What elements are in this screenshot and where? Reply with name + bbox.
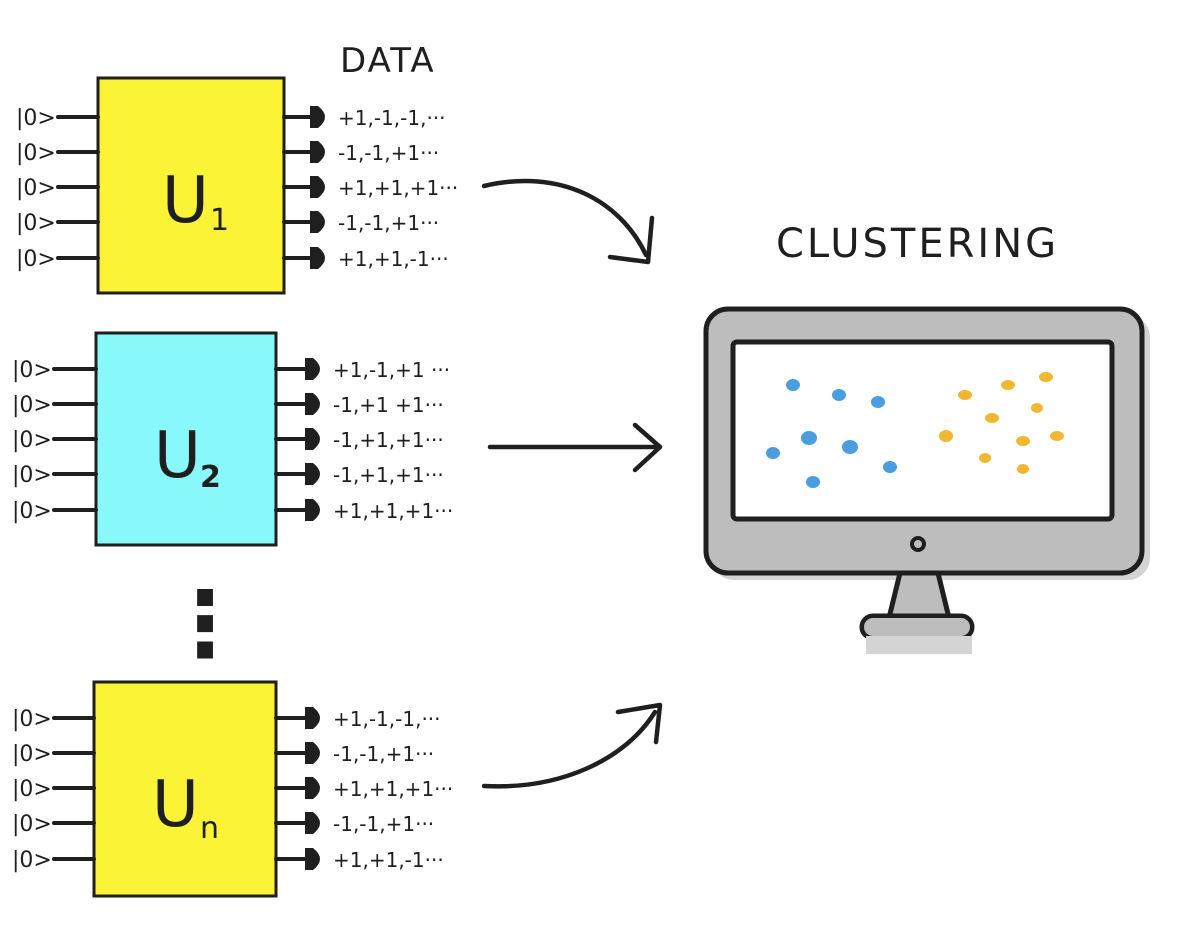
flow-arrow-1 (481, 178, 655, 265)
cluster-point (766, 447, 780, 459)
measurement-arrowhead (305, 463, 320, 485)
cluster-point (1001, 380, 1015, 390)
measurement-arrowhead (305, 499, 320, 521)
cluster-orange (939, 372, 1064, 474)
cluster-point (1039, 372, 1053, 382)
monitor-base-fill (864, 618, 970, 636)
device-n-box (92, 680, 278, 898)
device-2-input-5: |0> (12, 499, 52, 524)
measurement-arrowhead (310, 176, 325, 198)
device-1-input-4: |0> (16, 211, 56, 236)
device-2-input-2: |0> (12, 393, 52, 418)
monitor-power-button (910, 536, 926, 552)
device-2-input-3: |0> (12, 428, 52, 453)
device-n-subscript: n (200, 811, 219, 846)
cluster-point (985, 413, 999, 423)
device-1-box (96, 76, 286, 295)
device-2-input-1: |0> (12, 358, 52, 383)
device-1-subscript: 1 (210, 203, 229, 238)
ellipsis: ⋮ (160, 572, 250, 677)
measurement-arrowhead (305, 393, 320, 415)
measurement-arrowhead (305, 358, 320, 380)
cluster-point (883, 461, 897, 473)
device-2-wires (52, 358, 320, 521)
device-1-input-5: |0> (16, 247, 56, 272)
device-n-output-4: -1,-1,+1··· (333, 812, 434, 836)
measurement-arrowhead (305, 742, 320, 764)
device-2-output-3: -1,+1,+1··· (333, 428, 444, 452)
measurement-arrowhead (305, 848, 320, 870)
measurement-arrowhead (310, 141, 325, 163)
monitor-screen (730, 339, 1115, 522)
measurement-arrowhead (305, 812, 320, 834)
cluster-point (871, 396, 885, 408)
device-2: U 2 |0> |0> |0> |0> |0> +1,-1,+1 ··· -1,… (12, 331, 453, 547)
device-n-wires (52, 707, 320, 870)
device-n-input-3: |0> (12, 777, 52, 802)
monitor (703, 306, 1150, 654)
device-n: U n |0> |0> |0> |0> |0> +1,-1,-1,··· -1,… (12, 680, 453, 898)
device-2-output-4: -1,+1,+1··· (333, 463, 444, 487)
cluster-point (939, 430, 953, 442)
device-1-output-3: +1,+1,+1··· (338, 176, 458, 200)
device-n-input-1: |0> (12, 707, 52, 732)
cluster-point (1050, 431, 1064, 441)
device-2-input-4: |0> (12, 463, 52, 488)
device-n-input-4: |0> (12, 812, 52, 837)
flow-arrow-n (481, 702, 663, 789)
device-2-output-1: +1,-1,+1 ··· (333, 358, 450, 382)
device-2-output-5: +1,+1,+1··· (333, 499, 453, 523)
device-2-box (94, 331, 278, 547)
cluster-point (1016, 436, 1030, 446)
monitor-base-shadow (866, 636, 972, 654)
measurement-arrowhead (305, 777, 320, 799)
device-1: U 1 |0> |0> |0> |0> |0> +1,-1,-1,··· -1,… (16, 76, 458, 295)
clustering-label: CLUSTERING (776, 221, 1059, 267)
device-1-output-1: +1,-1,-1,··· (338, 106, 446, 130)
cluster-point (842, 440, 858, 454)
device-1-input-3: |0> (16, 176, 56, 201)
device-n-input-2: |0> (12, 742, 52, 767)
device-n-input-5: |0> (12, 848, 52, 873)
cluster-blue (766, 379, 897, 488)
device-1-output-5: +1,+1,-1··· (338, 247, 449, 271)
device-1-wires (56, 106, 325, 269)
flow-arrow-2 (487, 422, 663, 473)
device-2-subscript: 2 (200, 460, 221, 495)
cluster-point (1031, 403, 1043, 413)
cluster-point (806, 476, 820, 488)
device-2-label: U (154, 419, 201, 493)
device-n-label: U (152, 768, 199, 842)
cluster-point (979, 453, 991, 463)
cluster-point (801, 431, 817, 445)
measurement-arrowhead (305, 707, 320, 729)
measurement-arrowhead (310, 211, 325, 233)
device-1-output-2: -1,-1,+1··· (338, 141, 439, 165)
measurement-arrowhead (310, 106, 325, 128)
device-1-output-4: -1,-1,+1··· (338, 211, 439, 235)
cluster-point (832, 389, 846, 401)
device-n-output-2: -1,-1,+1··· (333, 742, 434, 766)
cluster-point (786, 379, 800, 391)
device-1-input-2: |0> (16, 141, 56, 166)
data-label: DATA (340, 41, 436, 81)
device-n-output-3: +1,+1,+1··· (333, 777, 453, 801)
measurement-arrowhead (305, 428, 320, 450)
measurement-arrowhead (310, 247, 325, 269)
device-1-label: U (162, 164, 209, 238)
device-n-output-1: +1,-1,-1,··· (333, 707, 441, 731)
device-2-output-2: -1,+1 +1··· (333, 393, 444, 417)
cluster-point (958, 390, 972, 400)
cluster-point (1017, 464, 1029, 474)
device-1-input-1: |0> (16, 106, 56, 131)
device-n-output-5: +1,+1,-1··· (333, 848, 444, 872)
